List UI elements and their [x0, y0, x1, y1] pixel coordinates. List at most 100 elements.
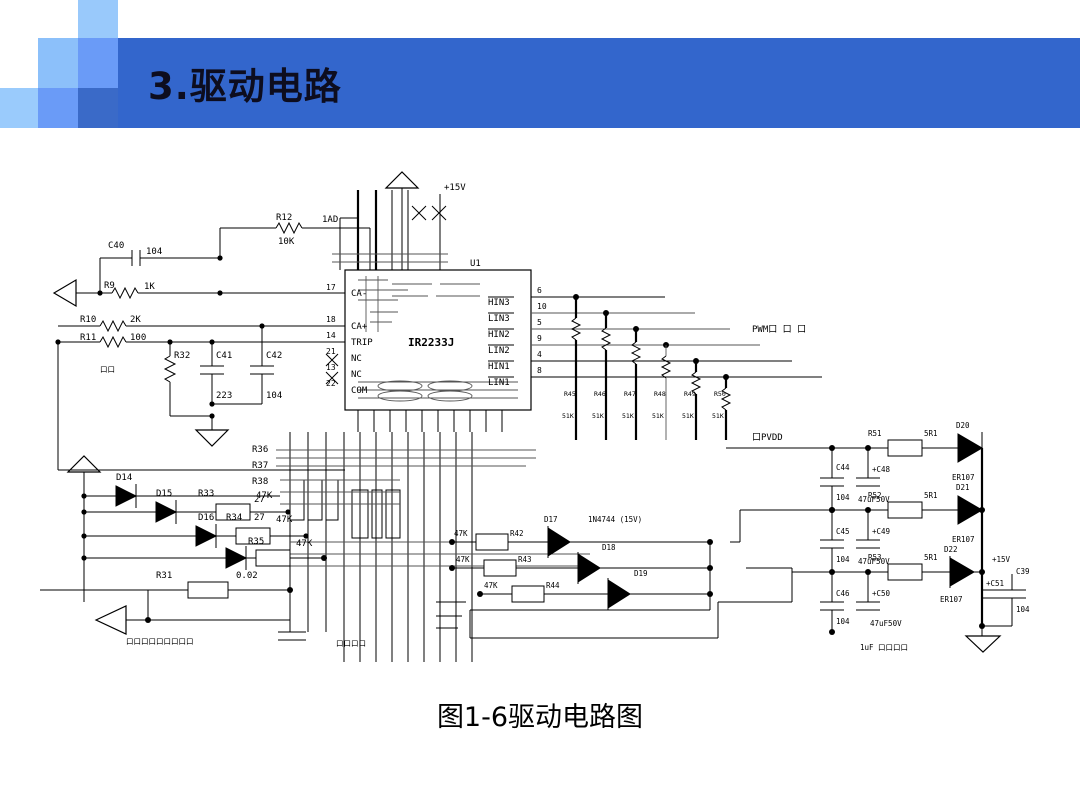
ic-output-vertical-bus [289, 432, 473, 662]
value-C49: 47uF50V [858, 557, 890, 566]
ladder-pin-number-8: 8 [537, 366, 542, 375]
label-R46: R46 [594, 390, 606, 398]
ladder-pin-number-9: 9 [537, 334, 542, 343]
note-1uF: 1uF 口口口口 [860, 643, 908, 652]
bootstrap-supply-section: 口PVDD C44 104 +C48 47uF50V R51 5R1 D20 [726, 421, 1030, 653]
label-R38: R38 [252, 477, 268, 487]
label-R43: R43 [518, 555, 532, 564]
ic-pin-number-18: 18 [326, 315, 336, 324]
clamp-diode-network: D14 D15 R33 47K D16 R34 47K [66, 455, 327, 602]
ic-pin-number-22: 22 [326, 379, 336, 388]
value-R53: 5R1 [924, 553, 938, 562]
value-R10: 2K [130, 315, 141, 325]
value-R42: 47K [454, 529, 468, 538]
value-R11: 100 [130, 333, 146, 343]
value-R34: 47K [276, 515, 293, 525]
value-R12: 10K [278, 237, 295, 247]
label-D22: D22 [944, 545, 958, 554]
ic-part-number: IR2233J [408, 336, 454, 349]
misc-left-boxes: 口口 [100, 365, 115, 374]
ic-pin-number-14: 14 [326, 331, 336, 340]
value-R37: 27 [254, 513, 265, 523]
right-interconnect-bus [718, 509, 793, 603]
label-C39: C39 [1016, 567, 1030, 576]
diode-R35-branch: R35 47K [81, 537, 327, 570]
label-R51: R51 [868, 429, 882, 438]
label-C46: C46 [836, 589, 850, 598]
midsection-signal-grid [276, 449, 590, 567]
diode-D16-branch: D16 R34 47K [81, 513, 309, 548]
ic-pin-name-LIN1: LIN1 [488, 378, 510, 388]
value-R48: 51K [652, 412, 664, 420]
label-C45: C45 [836, 527, 850, 536]
nc-cross-marks [325, 353, 339, 385]
label-R12: R12 [276, 213, 292, 223]
value-R36: 27 [254, 495, 265, 505]
pwm-input-resistor-ladder: 6 10 5 9 4 8 R45 51K R46 51K R47 [531, 286, 822, 440]
circuit-diagram-figure: R9 1K C40 104 R12 10K 1AD R10 2K R [0, 150, 1080, 710]
value-C46: 104 [836, 617, 850, 626]
bootstrap-stage-3: C46 104 +C50 47uF50V R53 5R1 D22 ER107 [792, 545, 985, 635]
label-R47: R47 [624, 390, 636, 398]
value-R44: 47K [484, 581, 498, 590]
label-D18: D18 [602, 543, 616, 552]
decoration-block-left-light [38, 38, 78, 90]
power-label-15v-right: +15V [992, 555, 1011, 564]
label-R10: R10 [80, 315, 96, 325]
decoration-block-column-mid [78, 38, 118, 90]
ic-pin-name-HIN2: HIN2 [488, 330, 510, 340]
ic-pin-name-NC-21: NC [351, 354, 362, 364]
label-R45: R45 [564, 390, 576, 398]
bootstrap-stage-2: C45 104 +C49 47uF50V R52 5R1 D21 ER107 [792, 483, 985, 575]
decoration-block-row-mid [38, 88, 78, 128]
label-R37: R37 [252, 461, 268, 471]
label-C40: C40 [108, 241, 124, 251]
ic-pin-name-CA+: CA+ [351, 322, 368, 332]
zener-branch-1: 47K R42 D17 1N4744 (15V) [449, 515, 713, 558]
label-R42: R42 [510, 529, 524, 538]
gate-resistor-block: R36 R37 R38 27 27 27 [252, 445, 401, 541]
ic-pin-name-TRIP: TRIP [351, 338, 373, 348]
slide-header [0, 0, 1080, 135]
value-R51: 5R1 [924, 429, 938, 438]
value-C40: 104 [146, 247, 162, 257]
diode-D14-branch: D14 [81, 473, 280, 508]
ic-IR2233J: IR2233J CA- CA+ TRIP NC NC COM 17 18 14 … [326, 269, 532, 432]
ladder-pin-number-4: 4 [537, 350, 542, 359]
ic-left-connections [320, 325, 345, 343]
label-R49: R49 [684, 390, 696, 398]
value-R49: 51K [682, 412, 694, 420]
ic-pin-number-13: 13 [326, 363, 336, 372]
value-R46: 51K [592, 412, 604, 420]
label-R11: R11 [80, 333, 96, 343]
value-R43: 47K [456, 555, 470, 564]
label-D19: D19 [634, 569, 648, 578]
label-C49: +C49 [872, 527, 890, 536]
ic-pin-number-21: 21 [326, 347, 336, 356]
ic-pin-number-17: 17 [326, 283, 336, 292]
value-C45: 104 [836, 555, 850, 564]
label-C48: +C48 [872, 465, 891, 474]
value-D22: ER107 [940, 595, 963, 604]
ic-pin-name-LIN2: LIN2 [488, 346, 510, 356]
label-R48: R48 [654, 390, 666, 398]
power-label-15v-top: +15V [444, 183, 466, 193]
ic-internal-symbols [358, 276, 518, 402]
figure-caption: 图1-6驱动电路图 [436, 702, 644, 733]
label-C50: +C50 [872, 589, 891, 598]
label-D20: D20 [956, 421, 970, 430]
net-label-PWM: PWM口 口 口 [752, 325, 806, 335]
value-C50: 47uF50V [870, 619, 902, 628]
circuit-schematic: R9 1K C40 104 R12 10K 1AD R10 2K R [40, 171, 1030, 662]
label-D16: D16 [198, 513, 214, 523]
value-R9: 1K [144, 282, 155, 292]
value-R47: 51K [622, 412, 634, 420]
ic-pin-name-HIN1: HIN1 [488, 362, 510, 372]
label-C41: C41 [216, 351, 232, 361]
label-R50: R50 [714, 390, 726, 398]
feedback-filter-network: R10 2K R11 100 口口 R32 C41 223 C42 104 [55, 315, 350, 471]
shunt-resistor-network: R31 0.02 口口口口口口口口口 口口口口 [40, 571, 366, 648]
zener-return-routing [436, 554, 719, 639]
ic-bottom-pins [357, 410, 503, 432]
label-R35: R35 [248, 537, 264, 547]
